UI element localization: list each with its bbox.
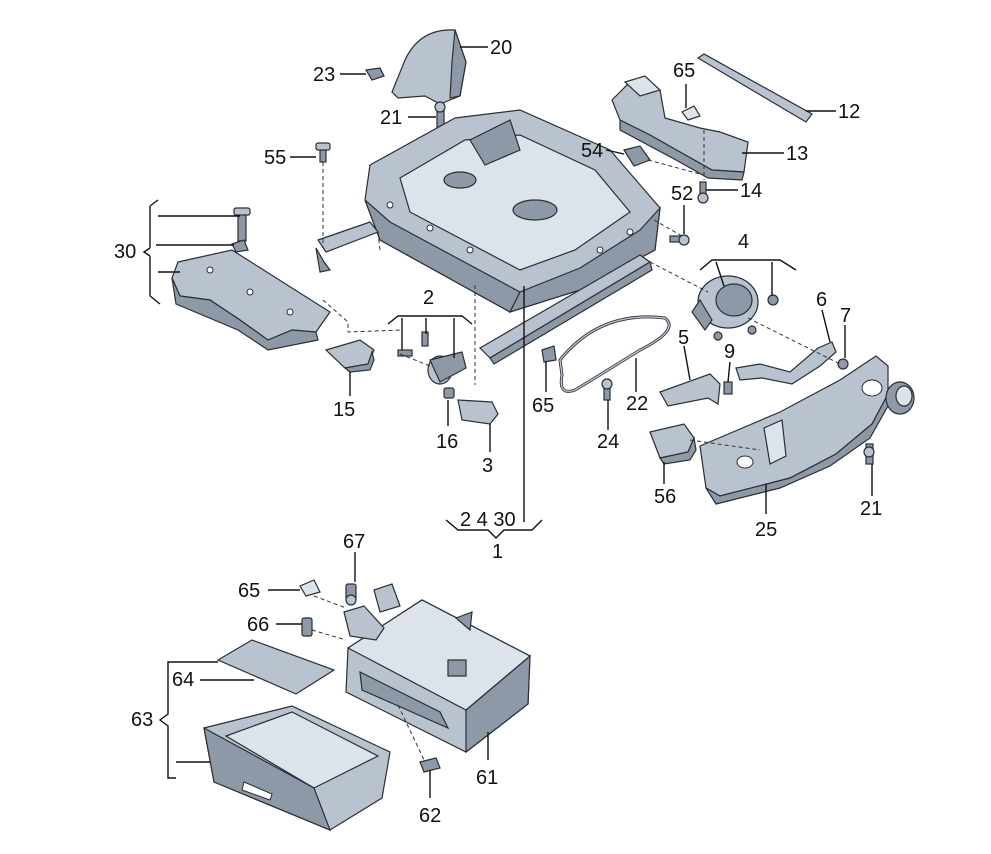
callout-4: 4 [738,231,749,253]
part-55-screw [315,142,331,163]
callout-6: 6 [816,289,827,311]
callout-2: 2 [423,287,434,309]
callout-23: 23 [313,64,335,86]
callout-3: 3 [482,455,493,477]
part-23-clip [365,67,385,81]
part-12-strip [696,53,813,123]
part-67-bolt [345,583,357,606]
part-65-clip-bottom [299,579,321,597]
callout-1: 1 [492,541,503,563]
part-5-handle [659,373,721,407]
part-2-adjuster [397,331,467,385]
callout-62: 62 [419,805,441,827]
callout-21-right: 21 [860,498,882,520]
part-21-pin-right [863,443,875,465]
callout-12: 12 [838,101,860,123]
part-7-screw [837,358,849,370]
part-24-screw [601,378,613,401]
callout-22: 22 [626,393,648,415]
callout-13: 13 [786,143,808,165]
part-21-pin-top [434,101,446,128]
part-62-clip [419,757,441,773]
part-63-drawer [203,705,391,832]
part-30-plate [171,207,331,351]
callout-20: 20 [490,37,512,59]
part-9-clip [723,381,733,395]
part-64-mat [216,639,336,695]
part-4-motor [691,275,779,341]
part-22-cable [558,315,671,393]
callout-64: 64 [172,669,194,691]
callout-15: 15 [333,399,355,421]
part-drawer-bracket [343,605,385,641]
assembly-guides [311,130,841,763]
part-20-cover [391,29,467,105]
callout-67: 67 [343,531,365,553]
callout-65-mid: 65 [532,395,554,417]
part-15-lever [324,339,375,373]
part-3-knob [457,399,499,425]
callout-65-bottom: 65 [238,580,260,602]
part-65-clip-top [681,105,701,121]
part-52-screw [669,234,690,246]
part-65-clip-mid [541,345,557,363]
callout-56: 56 [654,486,676,508]
callout-63: 63 [131,709,153,731]
part-16-cap [443,387,455,399]
callout-65-top: 65 [673,60,695,82]
part-13-bracket [611,75,749,181]
callout-7: 7 [840,305,851,327]
part-14-screw [697,181,709,204]
callout-5: 5 [678,327,689,349]
callout-1-group: 2 4 30 [460,509,516,531]
part-6-linkage [735,341,837,385]
part-56-switch [649,423,697,465]
callout-30: 30 [114,241,136,263]
callout-24: 24 [597,431,619,453]
callout-55: 55 [264,147,286,169]
part-54-switch [623,145,651,167]
leader-lines [142,46,873,798]
callout-52: 52 [671,183,693,205]
part-66-screw [301,617,313,637]
part-25-cap [885,381,915,415]
part-61-drawer-housing [345,583,532,754]
callout-25: 25 [755,519,777,541]
callout-9: 9 [724,341,735,363]
callout-labels: 20 23 21 55 65 12 54 13 14 52 30 4 2 6 7… [114,37,882,827]
seat-rail-left [315,221,379,273]
callout-16: 16 [436,431,458,453]
callout-21-top: 21 [380,107,402,129]
callout-61: 61 [476,767,498,789]
callout-54: 54 [581,140,603,162]
seat-frame [364,109,661,313]
callout-66: 66 [247,614,269,636]
callout-14: 14 [740,180,762,202]
